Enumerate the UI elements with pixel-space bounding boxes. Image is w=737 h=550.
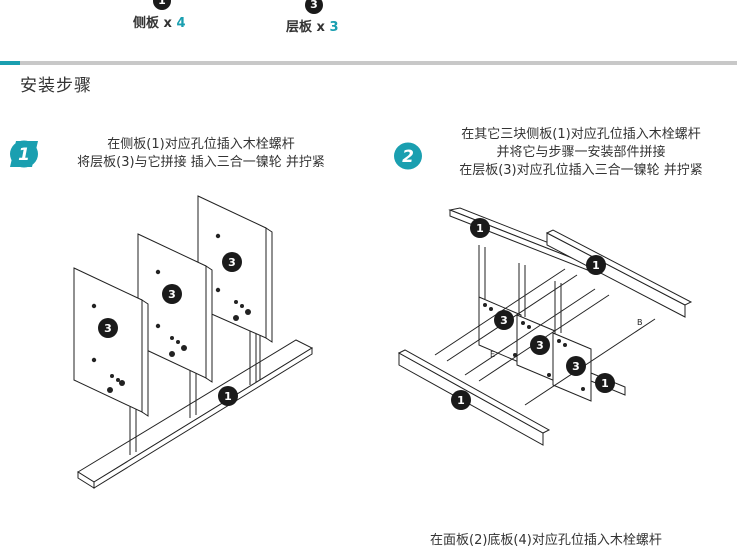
section-divider — [0, 61, 737, 65]
side-number-badge: 1 — [595, 373, 615, 393]
shelf-number-badge: 3 — [222, 252, 242, 272]
next-step-partial-text: 在面板(2)底板(4)对应孔位插入木栓螺杆 — [430, 533, 662, 548]
assembly-diagram-step-2: B E 1 1 1 1 3 3 3 — [397, 207, 693, 446]
badge-number: 3 — [500, 314, 508, 327]
step-line: 在层板(3)对应孔位插入三合一镍轮 并拧紧 — [459, 163, 703, 178]
step-number-badge: 2 — [394, 142, 422, 170]
badge-number: 1 — [476, 222, 484, 235]
step-number: 1 — [18, 145, 30, 165]
part-qty: 4 — [176, 16, 186, 31]
step-number-badge: 1 — [10, 140, 38, 168]
part-letter: B — [637, 318, 643, 327]
part-label-side: 侧板 x 4 — [133, 12, 186, 31]
section-title: 安装步骤 — [20, 76, 92, 96]
part-name: 层板 — [286, 20, 313, 35]
step-line: 将层板(3)与它拼接 插入三合一镍轮 并拧紧 — [77, 155, 325, 170]
part-name: 侧板 — [133, 16, 160, 31]
badge-number: 3 — [168, 288, 176, 301]
part-number-badge-side: 1 — [153, 0, 171, 10]
shelf-number-badge: 3 — [494, 310, 514, 330]
step-instructions: 在其它三块侧板(1)对应孔位插入木栓螺杆 并将它与步骤一安装部件拼接 在层板(3… — [428, 126, 734, 180]
side-number-badge: 1 — [470, 218, 490, 238]
badge-number: 3 — [572, 360, 580, 373]
shelf-number-badge: 3 — [530, 335, 550, 355]
badge-number: 1 — [224, 390, 232, 403]
badge-number: 1 — [592, 259, 600, 272]
step-number: 2 — [402, 147, 414, 167]
section-divider-accent — [0, 61, 20, 65]
shelf-number-badge: 3 — [162, 284, 182, 304]
step-instructions: 在侧板(1)对应孔位插入木栓螺杆 将层板(3)与它拼接 插入三合一镍轮 并拧紧 — [48, 136, 354, 172]
badge-number: 1 — [601, 377, 609, 390]
part-number-badge-shelf: 3 — [305, 0, 323, 14]
shelf-number-badge: 3 — [98, 318, 118, 338]
part-qty: 3 — [329, 20, 339, 35]
part-times: x — [163, 16, 172, 31]
part-times: x — [316, 20, 325, 35]
badge-number: 3 — [536, 339, 544, 352]
shelf-number-badge: 3 — [566, 356, 586, 376]
badge-number: 3 — [104, 322, 112, 335]
part-label-shelf: 层板 x 3 — [286, 16, 339, 35]
step-line: 并将它与步骤一安装部件拼接 — [496, 145, 666, 160]
badge-number: 1 — [457, 394, 465, 407]
assembly-diagram-step-1: 3 3 3 1 — [73, 195, 314, 489]
step-line: 在其它三块侧板(1)对应孔位插入木栓螺杆 — [461, 127, 701, 142]
side-number-badge: 1 — [451, 390, 471, 410]
side-number-badge: 1 — [218, 386, 238, 406]
step-line: 在侧板(1)对应孔位插入木栓螺杆 — [107, 137, 295, 152]
part-letter: E — [490, 350, 495, 359]
badge-number: 3 — [228, 256, 236, 269]
side-number-badge: 1 — [586, 255, 606, 275]
